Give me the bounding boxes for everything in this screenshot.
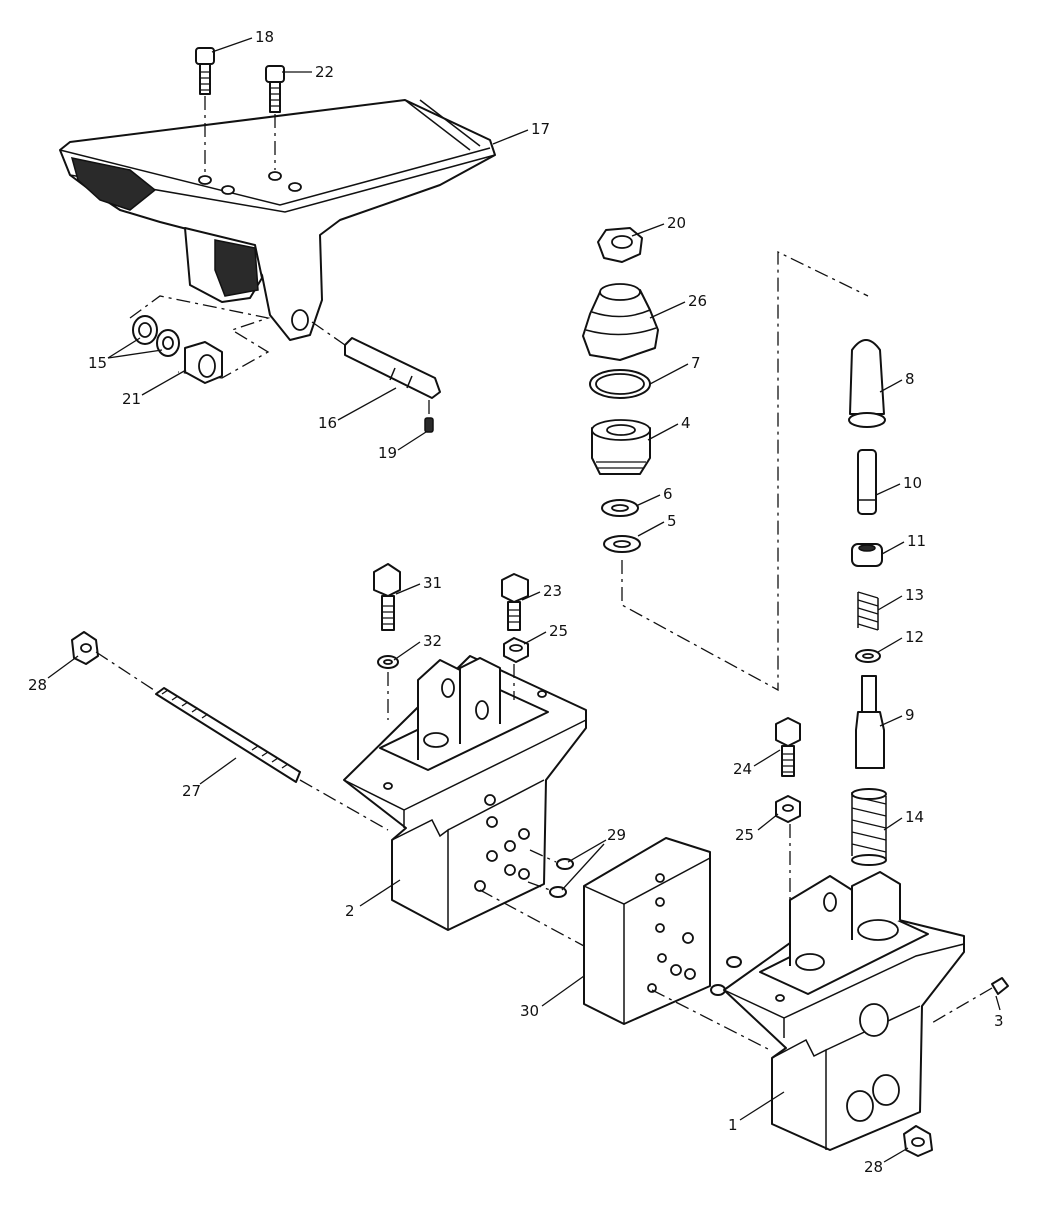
- pin-19: [424, 400, 434, 433]
- callout-1: 1: [728, 1116, 738, 1134]
- pin-16: [311, 321, 441, 399]
- callout-6: 6: [663, 485, 673, 503]
- callout-2: 2: [345, 902, 355, 920]
- tie-rod-27: [155, 687, 301, 783]
- washer-12: [855, 649, 881, 663]
- setscrew-3: [929, 977, 1009, 1025]
- callout-28b: 28: [864, 1158, 883, 1176]
- callout-15: 15: [88, 354, 107, 372]
- valve-body-1: [723, 871, 965, 1151]
- boot-26: [582, 283, 659, 361]
- callout-4: 4: [681, 414, 691, 432]
- nut-25a: [503, 637, 529, 700]
- callout-29: 29: [607, 826, 626, 844]
- callout-14: 14: [905, 808, 924, 826]
- callout-25a: 25: [549, 622, 568, 640]
- bolt-31: [373, 563, 401, 631]
- collar-11: [851, 543, 883, 567]
- plate-30: [583, 837, 711, 1025]
- bolt-23: [501, 573, 529, 631]
- callout-7: 7: [691, 354, 701, 372]
- callout-17: 17: [531, 120, 550, 138]
- callout-12: 12: [905, 628, 924, 646]
- callout-19: 19: [378, 444, 397, 462]
- callout-5: 5: [667, 512, 677, 530]
- callout-labels: 18 22 17 20 26 7 8 4 10 6 5 11 15 21 16 …: [28, 28, 1004, 1176]
- spring-14: [851, 788, 887, 866]
- plate-line-a: [479, 889, 585, 947]
- callout-3: 3: [994, 1012, 1004, 1030]
- callout-8: 8: [905, 370, 915, 388]
- orings-right: [710, 956, 742, 996]
- callout-20: 20: [667, 214, 686, 232]
- cap-4: [591, 419, 651, 475]
- callout-11: 11: [907, 532, 926, 550]
- callout-28a: 28: [28, 676, 47, 694]
- bolt-24: [775, 717, 801, 777]
- callout-25b: 25: [735, 826, 754, 844]
- plunger-9: [855, 675, 885, 769]
- washer-32: [377, 655, 399, 720]
- washer-5: [603, 535, 641, 553]
- ring-7: [589, 369, 651, 399]
- callout-10: 10: [903, 474, 922, 492]
- callout-30: 30: [520, 1002, 539, 1020]
- plate-line-b: [651, 989, 771, 1051]
- bushing-group: [129, 295, 271, 384]
- callout-24: 24: [733, 760, 752, 778]
- nut-28a: [71, 631, 99, 665]
- washer-6: [601, 499, 639, 517]
- screw-18: [195, 47, 215, 175]
- plunger-8: [848, 339, 886, 428]
- callout-18: 18: [255, 28, 274, 46]
- callout-27: 27: [182, 782, 201, 800]
- callout-23: 23: [543, 582, 562, 600]
- valve-body-2: [343, 655, 587, 931]
- tie-rod-line: [95, 651, 161, 695]
- leader-lines: [47, 37, 1001, 1163]
- callout-16: 16: [318, 414, 337, 432]
- callout-32: 32: [423, 632, 442, 650]
- callout-13: 13: [905, 586, 924, 604]
- assembly-line-top: [621, 250, 869, 692]
- callout-22: 22: [315, 63, 334, 81]
- callout-31: 31: [423, 574, 442, 592]
- callout-26: 26: [688, 292, 707, 310]
- callout-21: 21: [122, 390, 141, 408]
- tie-rod-line-2: [299, 779, 389, 831]
- orings-29: [527, 849, 574, 898]
- rod-10: [857, 449, 877, 515]
- screw-22: [265, 65, 285, 170]
- spring-13: [857, 591, 879, 631]
- nut-28b: [903, 1125, 933, 1157]
- pedal-part: [59, 99, 496, 341]
- callout-9: 9: [905, 706, 915, 724]
- nut-20: [597, 227, 643, 263]
